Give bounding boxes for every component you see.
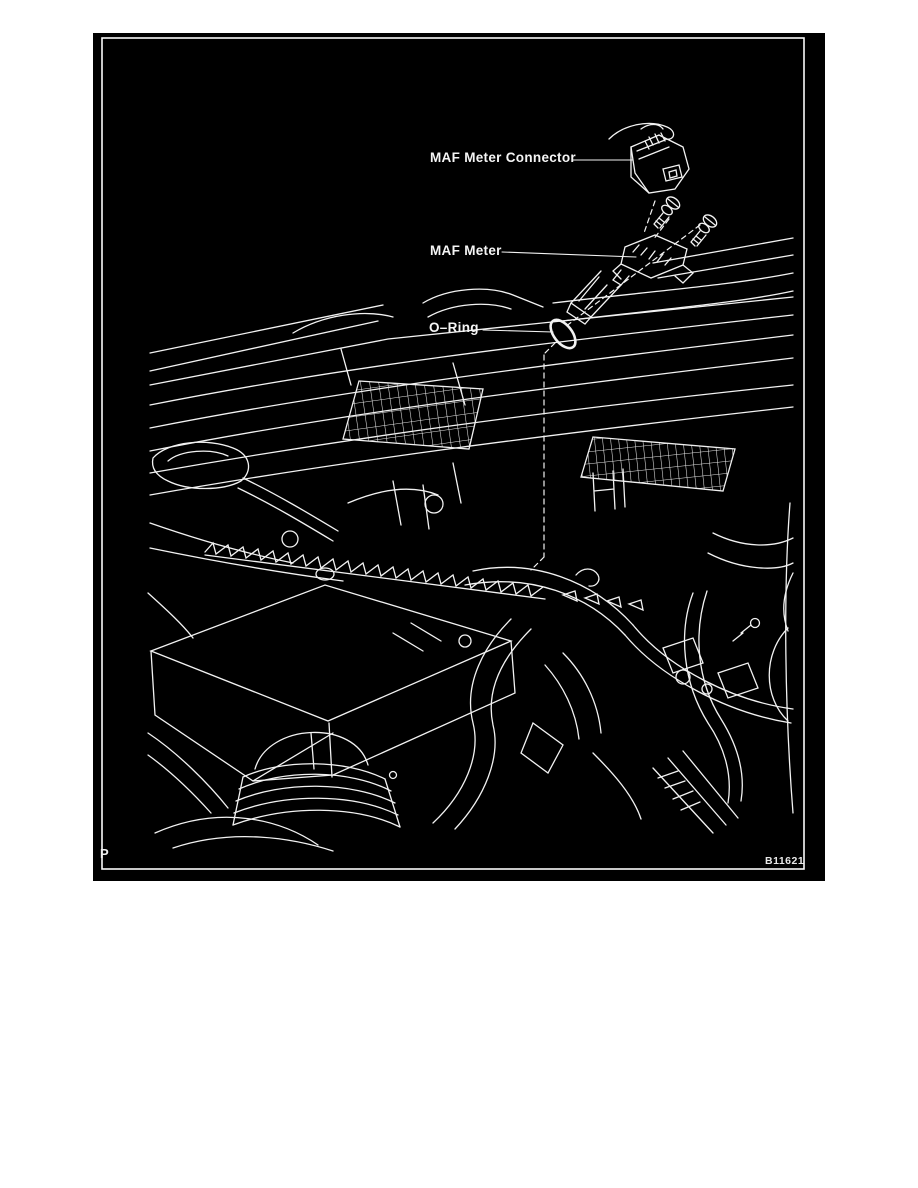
figure-number: B11621	[765, 855, 805, 867]
figure-panel: MAF Meter Connector MAF Meter O–Ring P B…	[93, 33, 825, 881]
label-o-ring: O–Ring	[429, 320, 479, 335]
wiper-linkage-lines	[149, 441, 626, 582]
maf-connector-drawing	[608, 122, 690, 194]
engine-hoses	[432, 532, 794, 830]
engine-components	[392, 617, 761, 834]
maf-meter-drawing	[566, 234, 694, 325]
fender-lines	[147, 592, 334, 852]
cowl-vent-grille-left	[342, 380, 484, 450]
label-maf-meter-connector: MAF Meter Connector	[430, 150, 576, 165]
corner-letter: P	[100, 846, 109, 861]
assembly-dashed-lines	[530, 200, 701, 571]
engine-bay-illustration	[101, 37, 805, 870]
screws-drawing	[653, 196, 718, 247]
label-leader-lines	[482, 159, 637, 333]
o-ring-drawing	[549, 318, 577, 350]
air-cleaner-box	[149, 541, 644, 782]
label-maf-meter: MAF Meter	[430, 243, 502, 258]
figure-frame	[101, 37, 805, 870]
intake-bellows-duct	[232, 731, 401, 828]
cowl-vent-grille-right	[580, 436, 736, 492]
